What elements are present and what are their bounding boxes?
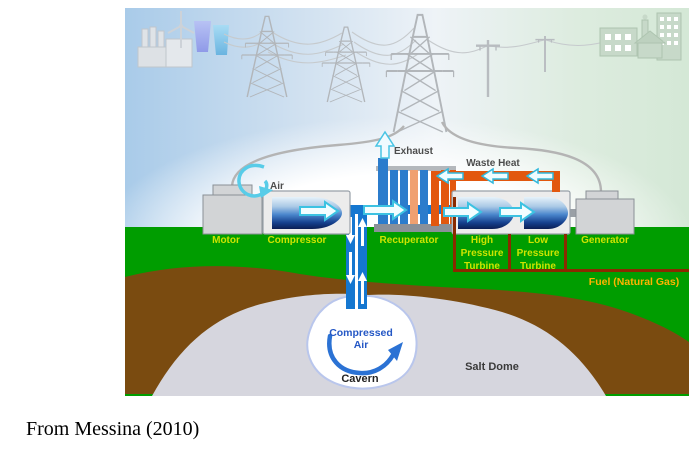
fuel-line (453, 197, 689, 272)
svg-text:High: High (471, 235, 493, 246)
generator-shaft (566, 209, 580, 217)
flow-arrow-icon (299, 199, 536, 223)
compressed-air-label: Compressed Air (329, 327, 393, 351)
svg-text:Pressure: Pressure (517, 248, 560, 259)
low-pressure-turbine (524, 197, 568, 229)
svg-text:Turbine: Turbine (464, 261, 500, 272)
waste-heat-arrow-icon (435, 167, 554, 185)
cooling-towers-icon (194, 21, 229, 55)
motor-label: Motor (212, 235, 240, 246)
svg-text:Low: Low (528, 235, 548, 246)
air-swirl-icon (237, 163, 273, 198)
cavern-label: Cavern (341, 373, 379, 385)
recuperator-label: Recuperator (380, 235, 439, 246)
recuperator (374, 158, 458, 232)
exhaust-label: Exhaust (394, 146, 434, 157)
air-label: Air (270, 181, 284, 192)
factory-icon (137, 26, 193, 68)
generator (575, 190, 635, 235)
hp-turbine-label: High Pressure Turbine (461, 235, 504, 272)
fuel-label: Fuel (Natural Gas) (589, 276, 679, 288)
salt-dome-label: Salt Dome (465, 361, 519, 373)
city-buildings-icon (599, 12, 682, 61)
lp-turbine-label: Low Pressure Turbine (517, 235, 560, 272)
waste-heat-label: Waste Heat (466, 158, 520, 169)
wind-turbine-icon (167, 11, 195, 48)
compressor-label: Compressor (268, 235, 327, 246)
svg-text:Air: Air (354, 339, 369, 351)
exhaust-arrow-icon (374, 130, 396, 159)
generator-label: Generator (581, 235, 629, 246)
svg-text:Compressed: Compressed (329, 327, 393, 339)
caption: From Messina (2010) (26, 418, 200, 440)
motor (202, 184, 263, 235)
svg-text:Pressure: Pressure (461, 248, 504, 259)
cavern-circulation-arrow-icon (327, 333, 403, 376)
svg-text:Turbine: Turbine (520, 261, 556, 272)
